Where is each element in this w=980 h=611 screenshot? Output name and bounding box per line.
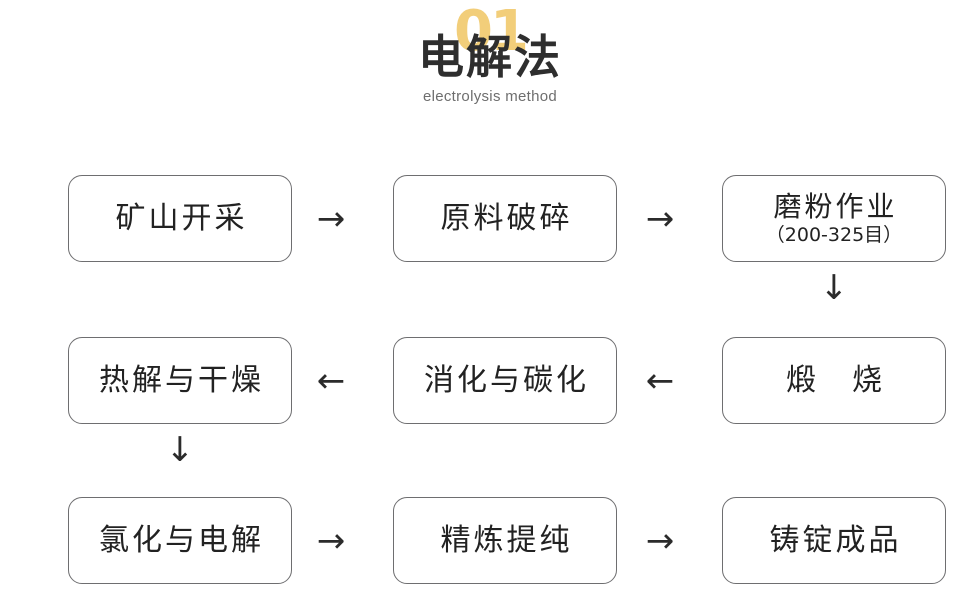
flow-node-label: 消化与碳化	[424, 362, 589, 398]
flow-node-milling[interactable]: 磨粉作业 （200-325目）	[722, 175, 946, 262]
flow-node-chlorination-electrolysis[interactable]: 氯化与电解	[68, 497, 292, 584]
flow-node-crushing[interactable]: 原料破碎	[393, 175, 617, 262]
flow-node-sublabel: （200-325目）	[765, 223, 903, 246]
arrow-down-icon: ↓	[819, 268, 849, 308]
flow-node-label: 热解与干燥	[99, 362, 264, 398]
flow-node-label: 氯化与电解	[99, 522, 264, 558]
flow-node-label: 矿山开采	[115, 200, 248, 236]
arrow-right-icon: →	[645, 199, 675, 239]
arrow-left-icon: ←	[645, 361, 675, 401]
arrow-down-icon: ↓	[165, 430, 195, 470]
flow-node-label: 原料破碎	[440, 200, 573, 236]
flow-node-calcination[interactable]: 煅 烧	[722, 337, 946, 424]
flow-node-digestion-carbonation[interactable]: 消化与碳化	[393, 337, 617, 424]
arrow-left-icon: ←	[316, 361, 346, 401]
flow-node-label: 铸锭成品	[769, 522, 902, 558]
arrow-right-icon: →	[316, 521, 346, 561]
flow-node-pyrolysis-drying[interactable]: 热解与干燥	[68, 337, 292, 424]
flow-node-label: 煅 烧	[786, 362, 885, 398]
arrow-right-icon: →	[645, 521, 675, 561]
page-subtitle: electrolysis method	[422, 88, 558, 105]
flow-node-ingot-product[interactable]: 铸锭成品	[722, 497, 946, 584]
section-number: 01	[454, 0, 529, 64]
flow-node-mining[interactable]: 矿山开采	[68, 175, 292, 262]
flow-node-refining[interactable]: 精炼提纯	[393, 497, 617, 584]
title-block: 01 电解法 electrolysis method	[320, 4, 660, 114]
page-title: 电解法	[418, 30, 562, 84]
process-flowchart: 矿山开采 → 原料破碎 → 磨粉作业 （200-325目） ↓ 热解与干燥 ← …	[68, 175, 946, 585]
arrow-right-icon: →	[316, 199, 346, 239]
page-header: 01 电解法 electrolysis method	[0, 0, 980, 118]
flow-node-label: 磨粉作业	[773, 189, 898, 223]
flow-node-label: 精炼提纯	[440, 522, 573, 558]
